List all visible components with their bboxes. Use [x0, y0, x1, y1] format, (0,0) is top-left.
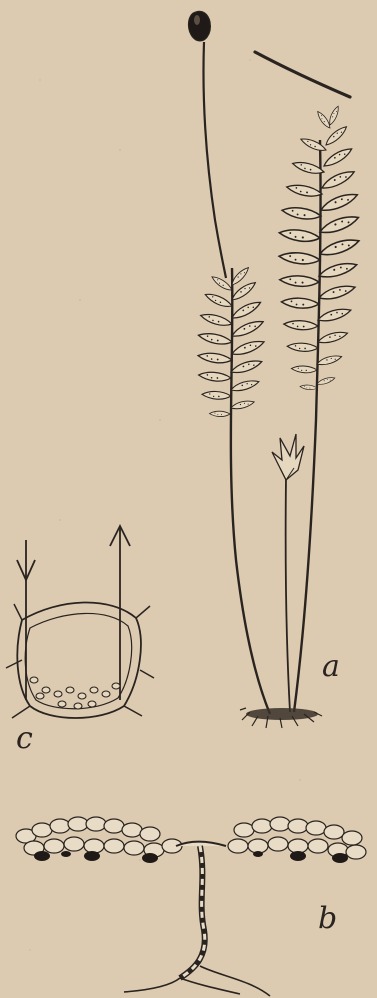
figure-c-cell-diagram: [6, 526, 154, 718]
paper-texture: [29, 59, 301, 951]
dark-cells: [34, 851, 348, 863]
cell-outer-wall: [17, 602, 141, 718]
figure-b-protonema: [16, 817, 366, 996]
figure-a-moss-plants: [189, 11, 361, 728]
filament: [176, 842, 226, 847]
small-shoot-head: [272, 434, 304, 480]
figure-label-a: a: [322, 652, 340, 682]
capsule: [189, 11, 211, 40]
seta: [203, 42, 226, 278]
figure-label-b: b: [318, 904, 337, 934]
right-stem: [294, 140, 321, 712]
figure-label-c: c: [16, 724, 33, 754]
rhizoid-base: [240, 708, 322, 728]
small-stem: [286, 478, 290, 712]
loose-fragment: [255, 52, 350, 97]
